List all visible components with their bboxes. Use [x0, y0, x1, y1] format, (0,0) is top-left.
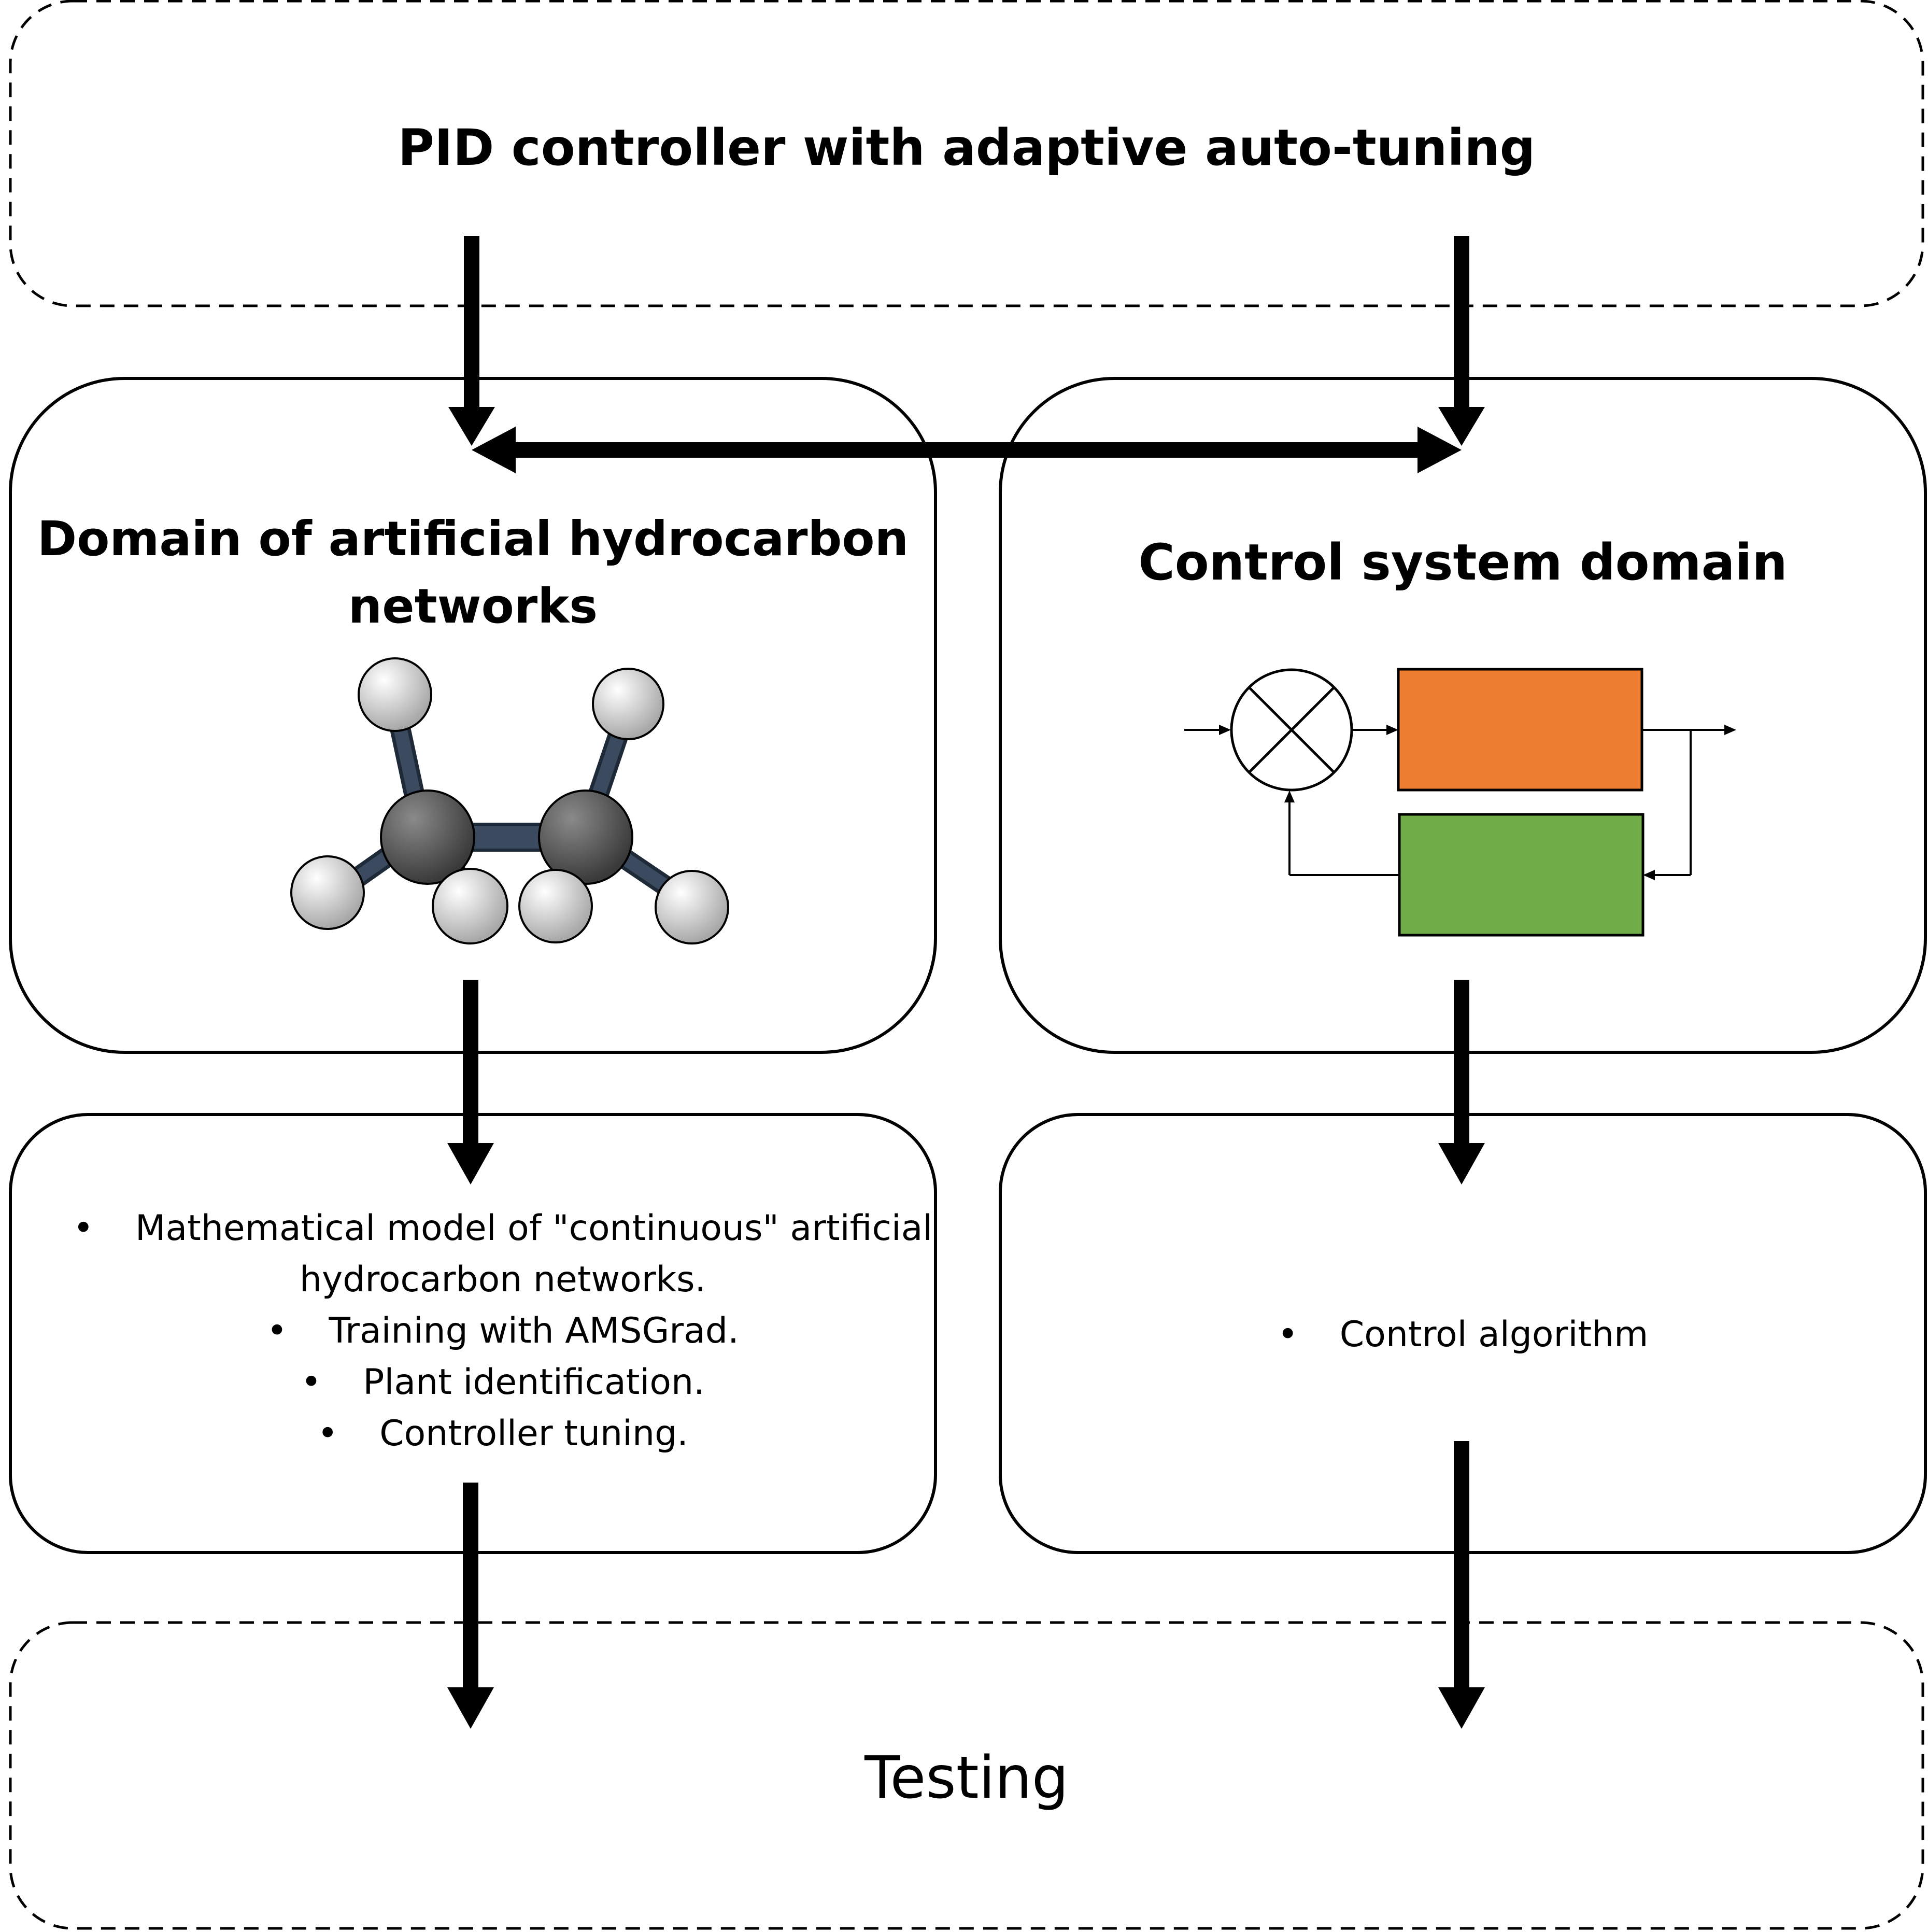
arrow-left-domain-to-details: [447, 980, 494, 1184]
list-item: •Plant identification.: [301, 1362, 705, 1403]
left-domain-title: Domain of artificial hydrocarbon network…: [37, 511, 909, 634]
carbon-atom-icon: [380, 789, 475, 885]
forward-block: [1397, 668, 1643, 792]
control-block-diagram: [1184, 668, 1736, 937]
hydrogen-atom-icon: [592, 668, 664, 740]
hydrogen-atom-icon: [290, 855, 365, 930]
list-item: •Mathematical model of "continuous" arti…: [73, 1208, 933, 1300]
hydrogen-atom-icon: [432, 868, 508, 944]
arrow-header-to-right: [1438, 236, 1485, 446]
header-box: [9, 0, 1924, 307]
footer-box: [9, 1621, 1924, 1930]
hydrogen-atom-icon: [518, 869, 593, 943]
page-title: PID controller with adaptive auto-tuning: [398, 119, 1536, 177]
right-domain-title: Control system domain: [1138, 533, 1788, 591]
carbon-atom-icon: [538, 789, 633, 885]
arrow-right-details-to-testing: [1438, 1441, 1485, 1729]
right-details-list: •Control algorithm: [1016, 1309, 1910, 1360]
list-item: •Controller tuning.: [317, 1413, 688, 1454]
testing-label: Testing: [864, 1744, 1069, 1812]
bidirectional-arrow: [472, 427, 1462, 473]
left-domain-box: [9, 377, 937, 1054]
list-item: •Training with AMSGrad.: [266, 1310, 739, 1351]
hydrogen-atom-icon: [655, 870, 729, 944]
feedback-block: [1398, 813, 1645, 937]
hydrogen-atom-icon: [358, 657, 432, 732]
arrow-right-domain-to-details: [1438, 980, 1485, 1184]
molecule-icon: [290, 657, 729, 944]
summing-junction-icon: [1230, 668, 1353, 792]
arrow-left-details-to-testing: [447, 1483, 494, 1729]
left-details-list: •Mathematical model of "continuous" arti…: [62, 1203, 943, 1459]
list-item: •Control algorithm: [1277, 1314, 1649, 1355]
arrow-header-to-left: [448, 236, 495, 446]
